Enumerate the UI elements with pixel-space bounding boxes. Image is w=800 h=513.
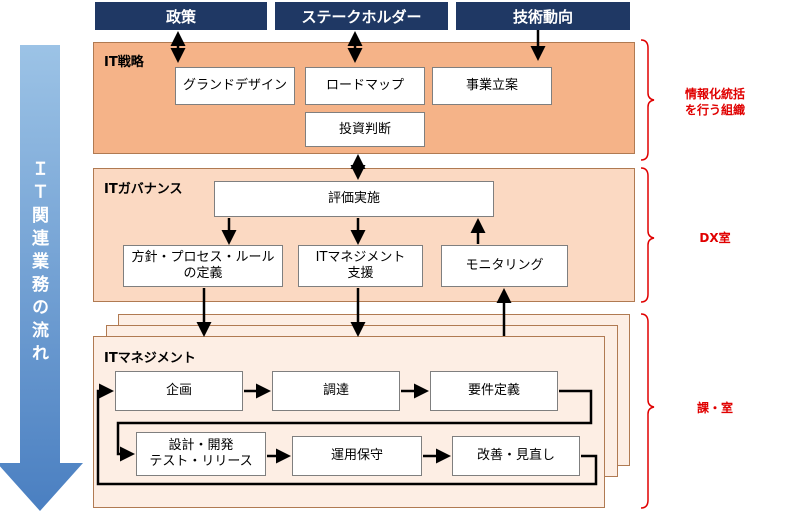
it-governance-title: ITガバナンス [104, 182, 183, 197]
flow-label: ＩＴ関連業務の流れ [28, 160, 48, 367]
it-management-title: ITマネジメント [104, 351, 196, 366]
operation-box: 運用保守 [292, 436, 422, 476]
tab-stakeholder: ステークホルダー [275, 2, 448, 30]
investment-decision-box: 投資判断 [305, 112, 425, 147]
business-planning-box: 事業立案 [432, 67, 552, 105]
side-label-section: 課・室 [696, 401, 733, 415]
grand-design-box: グランドデザイン [175, 67, 295, 105]
roadmap-box: ロードマップ [305, 67, 425, 105]
design-dev-box: 設計・開発 テスト・リリース [136, 432, 266, 476]
procurement-box: 調達 [272, 371, 400, 411]
evaluation-box: 評価実施 [214, 181, 494, 217]
tab-tech-trends: 技術動向 [456, 2, 630, 30]
it-management-support-box: ITマネジメント 支援 [298, 245, 423, 287]
side-label-dx-office: DX室 [699, 231, 731, 245]
requirements-box: 要件定義 [430, 371, 558, 411]
policy-definition-box: 方針・プロセス・ルール の定義 [123, 245, 283, 287]
it-strategy-title: IT戦略 [104, 55, 144, 70]
planning-box: 企画 [115, 371, 243, 411]
improvement-box: 改善・見直し [452, 436, 580, 476]
flow-arrow [0, 45, 83, 511]
side-label-info-org: 情報化統括 を行う組織 [684, 87, 745, 117]
tab-policy: 政策 [95, 2, 267, 30]
monitoring-box: モニタリング [441, 245, 568, 287]
